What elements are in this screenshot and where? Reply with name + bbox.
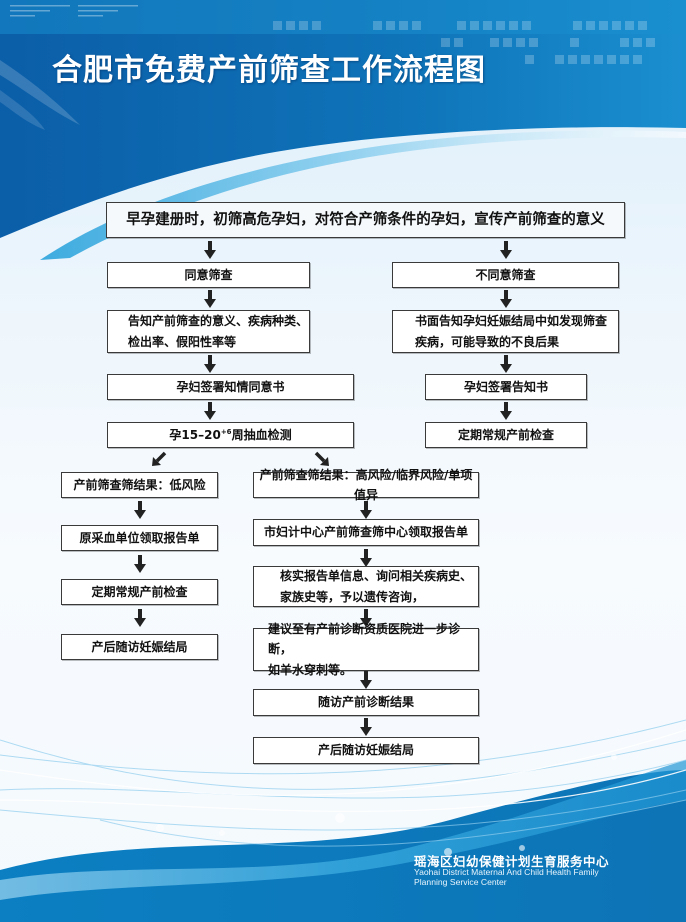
org-name-en-line1: Yaohai District Maternal And Child Healt… [414, 867, 599, 877]
low-risk-followup-box: 产后随访妊娠结局 [61, 634, 218, 660]
sign-notice-text: 孕妇签署告知书 [463, 379, 548, 394]
regular-checkup-box: 定期常规产前检查 [425, 422, 587, 448]
arrow-down-icon [360, 501, 372, 519]
blood-test-text: 孕15–20+6周抽血检测 [169, 427, 292, 442]
diagnosis-followup-box: 随访产前诊断结果 [253, 689, 479, 716]
arrow-down-icon [500, 355, 512, 373]
low-risk-followup-text: 产后随访妊娠结局 [91, 639, 188, 654]
low-risk-collect-box: 原采血单位领取报告单 [61, 525, 218, 551]
advise-diagnosis-line1: 建议至有产前诊断资质医院进一步诊断， [268, 621, 461, 657]
advise-diagnosis-box: 建议至有产前诊断资质医院进一步诊断， 如羊水穿刺等。 [253, 622, 479, 677]
high-risk-result-box: 产前筛查筛结果：高风险/临界风险/单项值异 [253, 468, 479, 502]
arrow-down-icon [204, 355, 216, 373]
consent-box: 孕妇签署知情同意书 [107, 374, 354, 400]
arrow-down-icon [204, 241, 216, 259]
blood-test-box: 孕15–20+6周抽血检测 [107, 422, 354, 448]
high-risk-collect-text: 市妇计中心产前筛查筛中心领取报告单 [263, 525, 468, 540]
sign-notice-box: 孕妇签署告知书 [425, 374, 587, 400]
low-risk-regular-text: 定期常规产前检查 [91, 584, 188, 599]
flow-start-box: 早孕建册时，初筛高危孕妇，对符合产筛条件的孕妇，宣传产前筛查的意义 [106, 202, 625, 238]
consent-text: 孕妇签署知情同意书 [176, 379, 285, 394]
arrow-down-icon [500, 241, 512, 259]
arrow-down-icon [134, 501, 146, 519]
org-name-cn: 瑶海区妇幼保健计划生育服务中心 [414, 854, 610, 869]
verify-consult-line2: 家族史等，予以遗传咨询， [280, 589, 425, 604]
flow-start-text: 早孕建册时，初筛高危孕妇，对符合产筛条件的孕妇，宣传产前筛查的意义 [126, 211, 605, 228]
arrow-down-left-icon [152, 451, 167, 466]
arrow-down-icon [204, 290, 216, 308]
arrow-down-icon [360, 718, 372, 736]
written-notice-line1: 书面告知孕妇妊娠结局中如发现筛查 [415, 314, 608, 329]
low-risk-result-box: 产前筛查筛结果：低风险 [61, 472, 218, 498]
arrow-down-icon [204, 402, 216, 420]
high-risk-followup-text: 产后随访妊娠结局 [317, 743, 414, 758]
diagnosis-followup-text: 随访产前诊断结果 [317, 695, 414, 710]
arrow-down-icon [360, 671, 372, 689]
org-name-en: Yaohai District Maternal And Child Healt… [414, 867, 599, 887]
regular-checkup-text: 定期常规产前检查 [457, 427, 554, 442]
page-title: 合肥市免费产前筛查工作流程图 [52, 53, 486, 88]
disagree-box: 不同意筛查 [392, 262, 619, 288]
high-risk-followup-box: 产后随访妊娠结局 [253, 737, 479, 764]
low-risk-regular-box: 定期常规产前检查 [61, 579, 218, 605]
org-name-en-line2: Planning Service Center [414, 877, 507, 887]
high-risk-collect-box: 市妇计中心产前筛查筛中心领取报告单 [253, 519, 479, 546]
high-risk-result-text: 产前筛查筛结果：高风险/临界风险/单项值异 [259, 467, 473, 502]
arrow-down-icon [500, 290, 512, 308]
agree-box: 同意筛查 [107, 262, 310, 288]
written-notice-line2: 疾病，可能导致的不良后果 [415, 334, 560, 349]
arrow-down-icon [500, 402, 512, 420]
arrow-down-right-icon [314, 451, 329, 466]
advise-diagnosis-line2: 如羊水穿刺等。 [268, 662, 353, 677]
arrow-down-icon [134, 555, 146, 573]
verify-consult-line1: 核实报告单信息、询问相关疾病史、 [280, 569, 473, 584]
inform-text-line1: 告知产前筛查的意义、疾病种类、 [128, 314, 309, 329]
arrow-down-icon [134, 609, 146, 627]
inform-text-line2: 检出率、假阳性率等 [128, 334, 237, 349]
written-notice-box: 书面告知孕妇妊娠结局中如发现筛查 疾病，可能导致的不良后果 [392, 310, 619, 353]
verify-consult-box: 核实报告单信息、询问相关疾病史、 家族史等，予以遗传咨询， [253, 566, 479, 607]
low-risk-result-text: 产前筛查筛结果：低风险 [73, 477, 206, 492]
disagree-text: 不同意筛查 [475, 267, 536, 282]
inform-box: 告知产前筛查的意义、疾病种类、 检出率、假阳性率等 [107, 310, 310, 353]
low-risk-collect-text: 原采血单位领取报告单 [79, 530, 200, 545]
arrow-down-icon [360, 549, 372, 567]
agree-text: 同意筛查 [184, 267, 233, 282]
